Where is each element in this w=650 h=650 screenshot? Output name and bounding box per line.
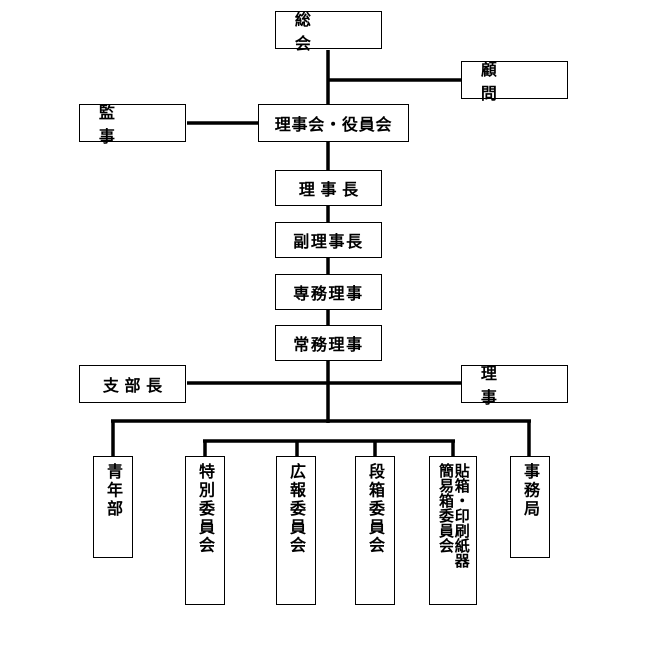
carton-committee-box: 段箱委員会: [355, 456, 395, 605]
general-meeting-box: 総 会: [275, 10, 382, 53]
advisor-box: 顧 問: [461, 60, 568, 103]
special-committee-box: 特別委員会: [185, 456, 225, 605]
vice-chairman-box: 副理事長: [275, 222, 382, 258]
senior-director-box: 専務理事: [275, 274, 382, 310]
advisor-label: 顧 問: [480, 60, 584, 103]
chairman-label: 理事長: [298, 180, 364, 199]
vice-chairman-label: 副理事長: [293, 232, 364, 251]
carton-committee-label: 段箱委員会: [366, 463, 385, 555]
secretariat-box: 事務局: [510, 456, 550, 558]
managing-director-label: 常務理事: [293, 335, 364, 354]
pr-committee-box: 広報委員会: [276, 456, 316, 605]
branch-head-label: 支部長: [102, 376, 168, 395]
general-meeting-label: 総 会: [294, 10, 398, 53]
auditor-label: 監 事: [98, 103, 202, 146]
printing-committee-box: 貼箱・印刷紙器 簡易箱委員会: [429, 456, 477, 605]
board-label: 理事会・役員会: [274, 115, 393, 134]
board-box: 理事会・役員会: [258, 104, 409, 142]
director-label: 理 事: [480, 364, 584, 407]
secretariat-label: 事務局: [521, 463, 540, 519]
youth-division-label: 青年部: [104, 463, 123, 519]
special-committee-label: 特別委員会: [196, 463, 215, 555]
auditor-box: 監 事: [79, 103, 186, 146]
printing-committee-label: 貼箱・印刷紙器 簡易箱委員会: [437, 463, 471, 568]
director-box: 理 事: [461, 364, 568, 407]
youth-division-box: 青年部: [93, 456, 133, 558]
branch-head-box: 支部長: [79, 365, 186, 403]
pr-committee-label: 広報委員会: [287, 463, 306, 555]
chairman-box: 理事長: [275, 170, 382, 206]
senior-director-label: 専務理事: [293, 284, 364, 303]
managing-director-box: 常務理事: [275, 325, 382, 361]
